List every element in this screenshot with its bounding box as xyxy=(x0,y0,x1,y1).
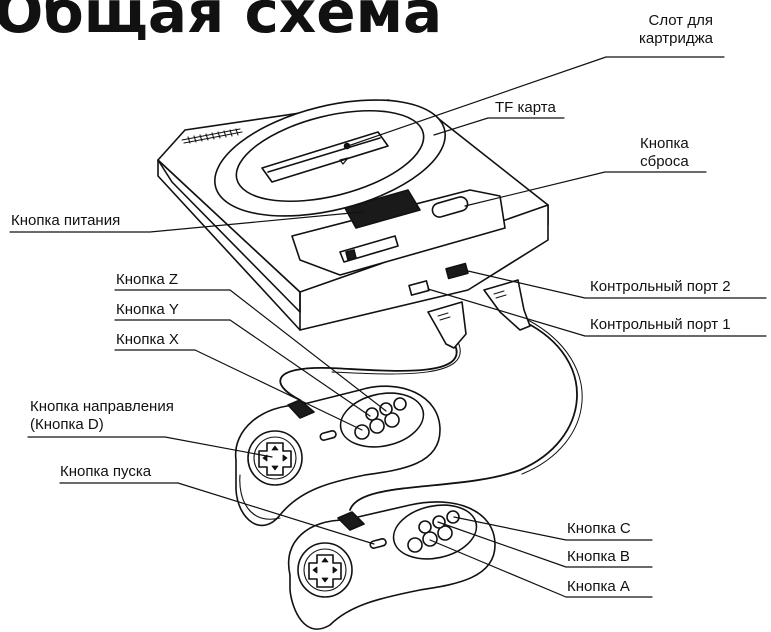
leader-lines xyxy=(9,56,767,598)
controller-2 xyxy=(287,501,496,630)
plug-1 xyxy=(427,301,467,349)
label-control-port-1: Контрольный порт 1 xyxy=(590,316,731,333)
vent-grille xyxy=(181,128,243,144)
diagram-title: Общая схема xyxy=(0,0,443,46)
controller-1 xyxy=(234,385,441,527)
d-pad-1 xyxy=(258,442,292,476)
label-start-button: Кнопка пуска xyxy=(60,463,152,480)
label-reset-button: Кнопка сброса xyxy=(640,135,689,171)
label-reset-line2: сброса xyxy=(640,153,689,170)
cartridge-slot xyxy=(261,131,389,183)
shoulder-2 xyxy=(337,511,365,531)
label-direction-button: Кнопка направления (Кнопка D) xyxy=(30,398,174,434)
label-button-z: Кнопка Z xyxy=(116,271,179,288)
label-direction-line1: Кнопка направления xyxy=(30,398,174,415)
port-2 xyxy=(445,262,469,280)
plug-2 xyxy=(483,279,531,331)
power-switch[interactable] xyxy=(344,189,421,229)
label-cartridge-slot: Слот для картриджа xyxy=(639,12,713,48)
start-button-1[interactable] xyxy=(319,430,337,441)
label-reset-line1: Кнопка xyxy=(640,135,689,152)
label-power-button: Кнопка питания xyxy=(11,212,121,229)
label-button-y: Кнопка Y xyxy=(116,301,179,318)
label-cartridge-slot-line2: картриджа xyxy=(639,30,713,47)
shoulder-1 xyxy=(287,399,315,419)
console-body xyxy=(157,99,549,331)
label-control-port-2: Контрольный порт 2 xyxy=(590,278,731,295)
label-button-c: Кнопка С xyxy=(567,520,631,537)
label-button-a: Кнопка А xyxy=(567,578,630,595)
label-direction-line2: (Кнопка D) xyxy=(30,416,104,433)
label-button-b: Кнопка В xyxy=(567,548,630,565)
reset-switch[interactable] xyxy=(431,195,469,218)
start-button-2[interactable] xyxy=(369,538,387,549)
label-cartridge-slot-line1: Слот для xyxy=(648,12,713,29)
label-tf-card: TF карта xyxy=(495,99,556,116)
controller-cables xyxy=(279,319,583,511)
d-pad-2 xyxy=(308,554,342,588)
port-1 xyxy=(408,280,430,296)
label-button-x: Кнопка X xyxy=(116,331,179,348)
